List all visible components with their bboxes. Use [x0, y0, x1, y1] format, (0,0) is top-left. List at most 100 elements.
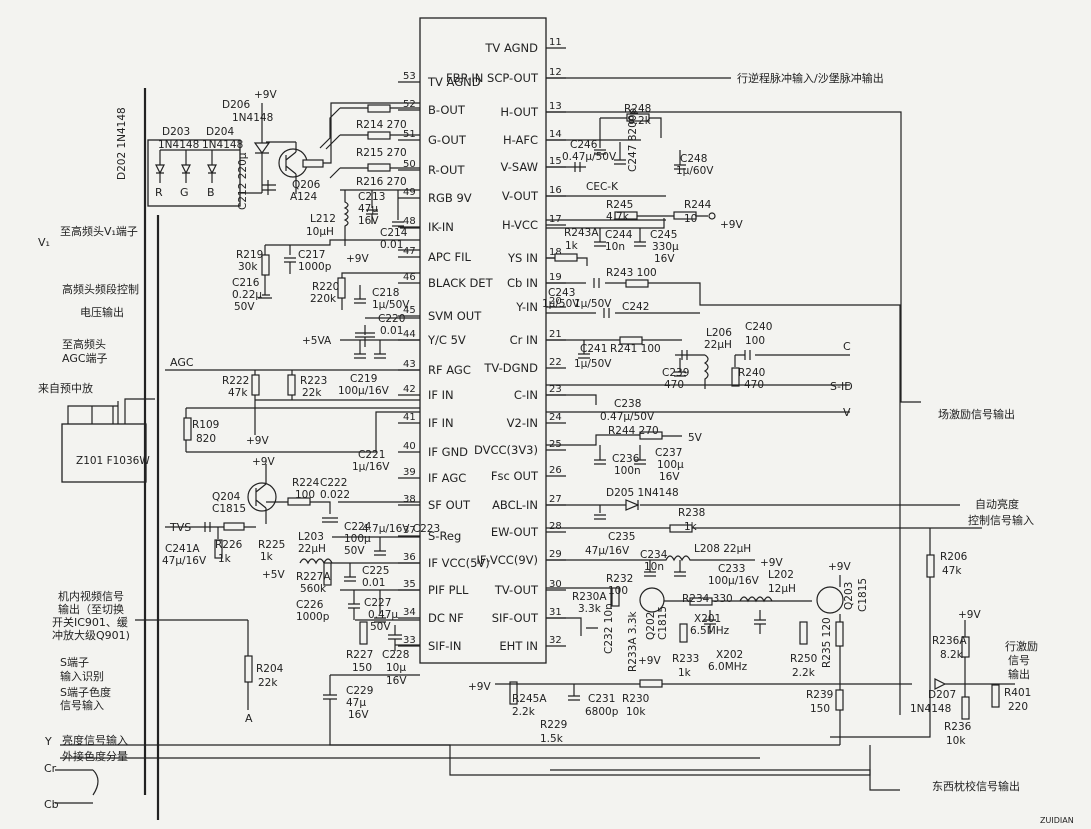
component-label: 0.01 — [380, 239, 403, 251]
component-label: 100 — [608, 585, 628, 597]
component-label: C242 — [622, 301, 649, 313]
component-label: C219 — [350, 373, 377, 385]
component-label: R233A 3.3k — [627, 610, 639, 672]
signal-label: B — [207, 186, 215, 199]
signal-label: 电压输出 — [80, 305, 124, 319]
component-label: 6.0MHz — [708, 661, 748, 673]
resistor-r401 — [991, 684, 1000, 708]
signal-label: AGC端子 — [62, 352, 108, 365]
component-label: 6.5MHz — [690, 625, 730, 637]
pin-label: V-SAW — [501, 160, 538, 174]
component-label: 47k — [942, 565, 962, 577]
component-label: R240 — [738, 367, 765, 379]
pin-label: APC FIL — [428, 250, 471, 264]
component-label: 1μ/50V — [542, 298, 580, 310]
pin-label: V2-IN — [507, 416, 538, 430]
pin-number: 53 — [403, 71, 416, 82]
component-label: 100μ — [657, 459, 684, 471]
component-label: 330μ — [652, 241, 679, 253]
component-label: 150 — [352, 662, 372, 674]
component-label: R227A — [296, 571, 331, 583]
pin-number: 19 — [549, 272, 562, 283]
component-label: 0.47μ — [368, 609, 398, 621]
signal-label: 东西枕校信号输出 — [932, 779, 1020, 793]
component-label: 1k — [565, 240, 579, 252]
resistor-r215 — [367, 131, 391, 140]
component-label: R401 — [1004, 687, 1031, 699]
component-label: 0.01 — [362, 577, 385, 589]
pin-label: EW-OUT — [491, 525, 539, 539]
component-label: X201 — [694, 613, 721, 625]
pin-label: IF IN — [428, 416, 454, 430]
component-label: 22k — [258, 677, 278, 689]
component-label: R219 — [236, 249, 263, 261]
pin-number: 44 — [403, 329, 416, 340]
component-label: 3.3k — [578, 603, 602, 615]
component-label: R215 270 — [356, 147, 407, 159]
component-label: Z101 F1036W — [76, 455, 150, 467]
component-label: 50V — [344, 545, 365, 557]
supplie-label: +9V — [252, 456, 275, 468]
component-label: R233 — [672, 653, 699, 665]
component-label: 2.2k — [512, 706, 536, 718]
supplie-label: +9V — [254, 89, 277, 101]
component-label: D207 — [928, 689, 956, 701]
component-label: 1.5k — [540, 733, 564, 745]
resistor-r222 — [251, 374, 260, 396]
component-label: 1k — [684, 521, 698, 533]
component-label: D205 1N4148 — [606, 487, 679, 499]
pin-label: H-AFC — [503, 133, 538, 147]
pin-label: FBP-IN SCP-OUT — [446, 71, 539, 85]
signal-label: 输出（至切换 — [58, 602, 124, 616]
supplie-label: +9V — [828, 561, 851, 573]
pin-number: 18 — [549, 247, 562, 258]
signal-label: 输出 — [1008, 667, 1030, 681]
pin-number: 38 — [403, 494, 416, 505]
pin-number: 35 — [403, 579, 416, 590]
component-label: L202 — [768, 569, 794, 581]
pin-number: 14 — [549, 129, 562, 140]
diode-symbol — [181, 164, 191, 175]
pin-number: 29 — [549, 549, 562, 560]
signal-label: AGC — [170, 356, 194, 369]
component-label: 820 — [196, 433, 216, 445]
resistor-r225 — [223, 522, 245, 531]
component-label: D203 — [162, 126, 190, 138]
component-label: 16V — [348, 709, 369, 721]
component-label: C239 — [662, 367, 689, 379]
resistor-symbol — [302, 159, 324, 168]
component-label: 47k — [228, 387, 248, 399]
resistor-r230 — [639, 679, 663, 688]
component-label: C221 — [358, 449, 385, 461]
resistor-r235 — [835, 621, 844, 647]
component-label: L203 — [298, 531, 324, 543]
component-label: 0.01 — [380, 325, 403, 337]
component-label: C227 — [364, 597, 391, 609]
pin-label: ABCL-IN — [492, 498, 538, 512]
component-label: 1N4148 — [910, 703, 951, 715]
component-label: 1μ/50V — [574, 298, 612, 310]
pin-number: 49 — [403, 187, 416, 198]
signal-label: C — [843, 340, 851, 353]
component-label: L208 22μH — [694, 543, 751, 555]
component-label: D202 1N4148 — [116, 107, 128, 180]
component-label: R230 — [622, 693, 649, 705]
signal-label: 信号 — [1008, 654, 1030, 667]
pin-label: SVM OUT — [428, 309, 482, 323]
component-label: R216 270 — [356, 176, 407, 188]
schematic-labels: 行逆程脉冲输入/沙堡脉冲输出至高频头V₁端子V₁高频头频段控制电压输出至高频头A… — [38, 71, 1074, 825]
component-label: C235 — [608, 531, 635, 543]
signal-label: 开关IC901、缓 — [52, 615, 128, 629]
signal-label: 冲放大级Q901) — [52, 628, 130, 642]
supplie-label: +9V — [346, 253, 369, 265]
signal-label: 亮度信号输入 — [62, 733, 128, 747]
component-label: C244 — [605, 229, 633, 241]
saw-filter-z101 — [61, 423, 147, 483]
signal-label: 来自预中放 — [38, 381, 93, 395]
component-label: 10μH — [306, 226, 334, 238]
component-label: 6800p — [585, 706, 619, 718]
component-label: R225 — [258, 539, 285, 551]
component-label: A124 — [290, 191, 318, 203]
pin-number: 27 — [549, 494, 562, 505]
